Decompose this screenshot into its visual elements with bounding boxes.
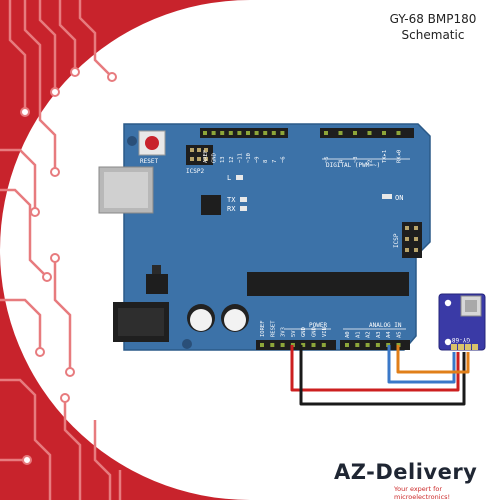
digital-pin: [228, 131, 233, 135]
analog-header: ANALOG IN: [340, 322, 410, 350]
power-pin: [260, 343, 264, 347]
icsp2-label: ICSP2: [186, 168, 204, 175]
analog-pin-label: A5: [397, 331, 403, 338]
power-pin: [280, 343, 285, 347]
power-pin-label: IOREF: [260, 320, 266, 337]
digital-pin: [353, 131, 357, 135]
digital-pin-label: AREF: [203, 150, 209, 163]
trace-pads: [20, 67, 117, 465]
digital-label: DIGITAL (PWM=~): [326, 162, 380, 169]
analog-label: ANALOG IN: [369, 322, 402, 329]
analog-pin-label: A3: [376, 331, 382, 338]
wires: [290, 345, 470, 406]
digital-pin-label: 4: [339, 159, 345, 163]
analog-pin-label: A0: [345, 331, 351, 338]
power-pin-label: GND: [301, 327, 307, 337]
brand-name: AZ-Delivery: [334, 460, 478, 484]
digital-pin-label: ~6: [280, 156, 286, 163]
power-header: POWER: [256, 322, 336, 350]
power-pin-label: 5V: [291, 330, 297, 337]
digital-pin: [382, 131, 386, 135]
led-rx-label: RX: [227, 205, 236, 213]
digital-pin: [263, 131, 268, 135]
digital-pin: [254, 131, 259, 135]
analog-pin: [365, 343, 370, 347]
digital-pin-label: ~5: [324, 156, 330, 163]
digital-pin: [324, 131, 328, 135]
schematic-title: GY-68 BMP180: [389, 12, 477, 26]
power-pin: [301, 343, 306, 347]
digital-pin: [203, 131, 207, 135]
power-label: POWER: [309, 322, 327, 329]
digital-pin-label: GND: [212, 153, 218, 163]
reset-label: RESET: [140, 158, 158, 165]
power-pin: [321, 343, 326, 347]
power-pin-label: VIN: [322, 327, 328, 337]
circuit-traces: [0, 0, 122, 500]
led-tx-label: TX: [227, 196, 236, 204]
digital-pin-label: RX◂0: [397, 150, 403, 163]
digital-pin: [271, 131, 276, 135]
digital-pin-label: ~11: [237, 153, 243, 163]
power-pin-label: 3V3: [281, 327, 287, 337]
brand-tagline: Your expert for microelectronics!: [394, 485, 451, 501]
digital-pin-label: ~3: [353, 156, 359, 163]
power-pin-label: RESET: [270, 320, 276, 337]
analog-pin-label: A4: [386, 331, 392, 338]
sensor-label: GY-68: [452, 336, 470, 343]
digital-pin-label: 2: [368, 160, 374, 163]
wire-sda: [387, 345, 456, 384]
digital-pin: [280, 131, 285, 135]
analog-pin-label: A2: [366, 331, 372, 338]
digital-pin-label: 12: [229, 156, 235, 163]
status-leds: L TX RX ON: [227, 174, 403, 213]
digital-pin: [246, 131, 250, 135]
digital-pin: [338, 131, 343, 135]
digital-pin: [396, 131, 401, 135]
schematic-subtitle: Schematic: [401, 28, 465, 42]
analog-pin: [345, 343, 349, 347]
bmp180-sensor: GY-68: [438, 293, 486, 351]
icsp-label: ICSP: [393, 233, 400, 248]
digital-pin: [220, 131, 225, 135]
icsp-header: ICSP: [393, 222, 422, 258]
led-on-label: ON: [395, 194, 403, 202]
wire-scl: [396, 345, 470, 374]
wire-gnd: [299, 345, 466, 406]
digital-pin-label: ~9: [255, 156, 261, 163]
red-backdrop: [0, 0, 250, 500]
digital-pin-label: TX▸1: [382, 150, 388, 163]
power-pin-label: GND: [312, 327, 318, 337]
usb-chip: [201, 195, 221, 215]
digital-pin-label: 13: [220, 156, 226, 163]
digital-pin-label: ~10: [246, 153, 252, 163]
voltage-regulator: [146, 265, 168, 294]
digital-pin: [367, 131, 372, 135]
microcontroller-chip: [247, 272, 409, 296]
brand-footer: AZ-Delivery Your expert for microelectro…: [334, 460, 494, 501]
analog-pin-label: A1: [355, 331, 361, 338]
analog-pin: [375, 343, 380, 347]
icsp2-header: ICSP2: [186, 145, 213, 175]
analog-pin: [355, 343, 360, 347]
led-l-label: L: [227, 174, 231, 182]
digital-pin: [211, 131, 216, 135]
capacitors: [187, 304, 249, 332]
digital-pin-label: 7: [272, 160, 278, 163]
digital-pin: [237, 131, 242, 135]
power-pin: [270, 343, 275, 347]
digital-pin-label: 8: [263, 160, 269, 163]
power-pin: [311, 343, 316, 347]
